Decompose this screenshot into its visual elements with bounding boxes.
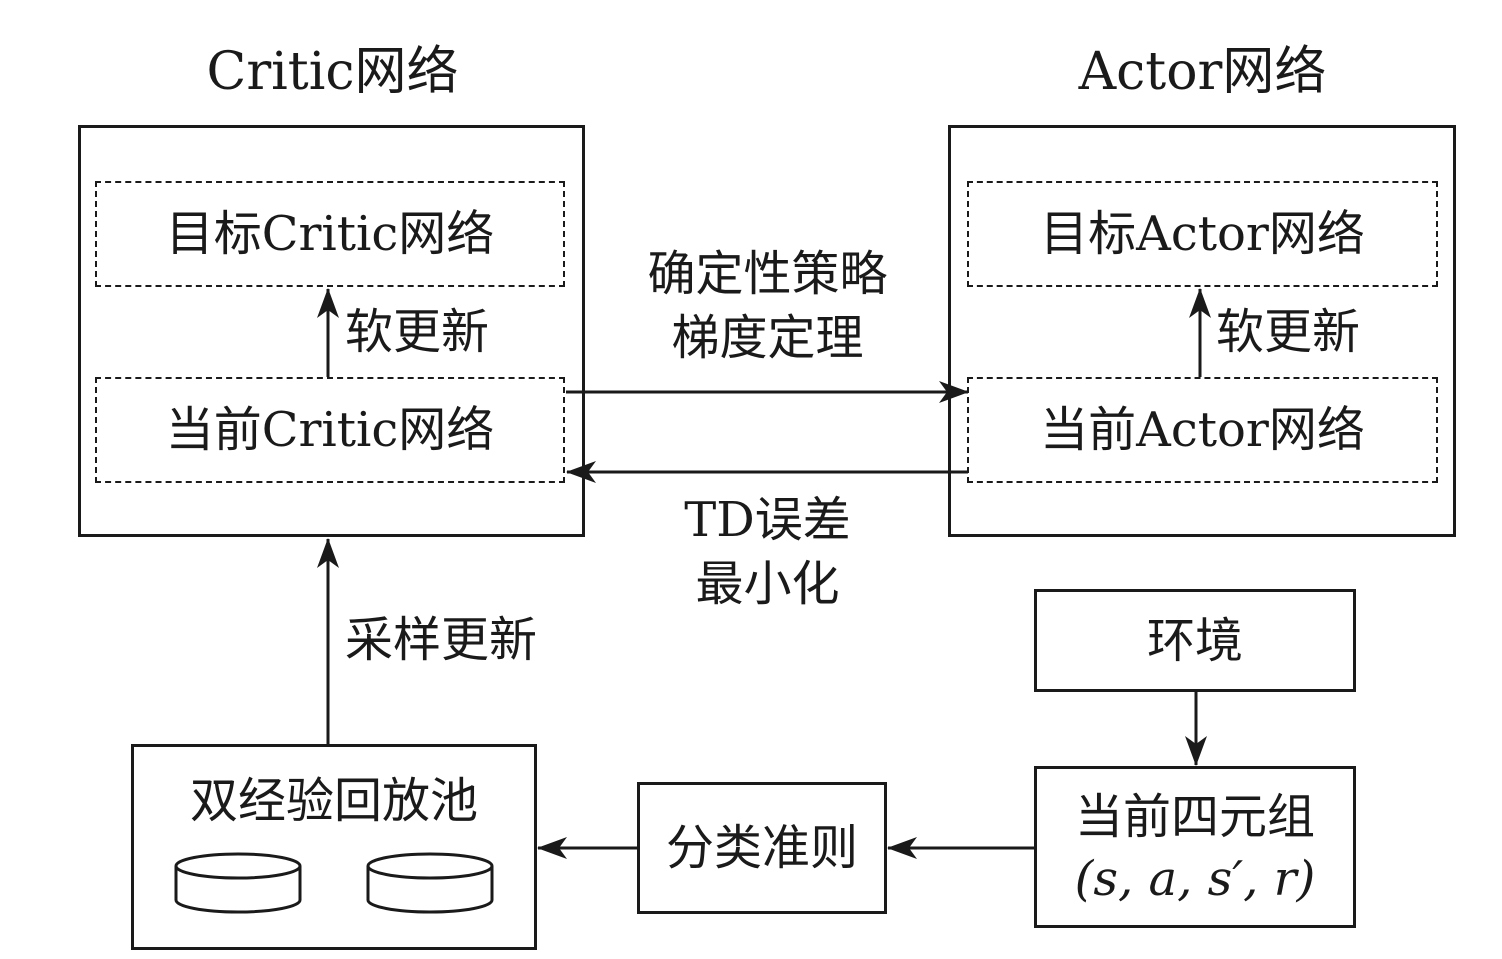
policy-gradient-label-line2: 梯度定理 — [671, 310, 864, 366]
current-critic-network: 当前Critic网络 — [95, 377, 565, 483]
current-critic-label: 当前Critic网络 — [165, 402, 495, 458]
current-actor-label: 当前Actor网络 — [1040, 402, 1365, 458]
transition-tuple: (s, a, s′, r) — [1074, 851, 1316, 907]
critic-soft-update-label: 软更新 — [345, 304, 490, 360]
critic-network-title: Critic网络 — [206, 42, 459, 102]
target-critic-label: 目标Critic网络 — [165, 206, 495, 262]
actor-network-title: Actor网络 — [1078, 42, 1327, 102]
target-actor-label: 目标Actor网络 — [1040, 206, 1365, 262]
environment-label: 环境 — [1146, 612, 1243, 669]
sample-update-label: 采样更新 — [345, 612, 538, 668]
critic-network-box — [78, 125, 585, 537]
td-error-label-line2: 最小化 — [695, 556, 840, 612]
classification-criterion-box: 分类准则 — [637, 782, 887, 914]
policy-gradient-label-line1: 确定性策略 — [647, 246, 888, 302]
environment-box: 环境 — [1034, 589, 1356, 692]
classification-criterion-label: 分类准则 — [665, 820, 858, 876]
target-critic-network: 目标Critic网络 — [95, 181, 565, 287]
dual-replay-buffer-box: 双经验回放池 — [131, 744, 537, 950]
replay-buffer-2-icon — [366, 852, 494, 914]
dual-replay-buffer-label: 双经验回放池 — [189, 773, 478, 829]
target-actor-network: 目标Actor网络 — [967, 181, 1438, 287]
replay-buffer-1-icon — [174, 852, 302, 914]
actor-soft-update-label: 软更新 — [1216, 304, 1361, 360]
transition-box: 当前四元组 (s, a, s′, r) — [1034, 766, 1356, 928]
transition-label: 当前四元组 — [1074, 789, 1315, 845]
actor-network-box — [948, 125, 1456, 537]
current-actor-network: 当前Actor网络 — [967, 377, 1438, 483]
td-error-label-line1: TD误差 — [684, 492, 851, 548]
